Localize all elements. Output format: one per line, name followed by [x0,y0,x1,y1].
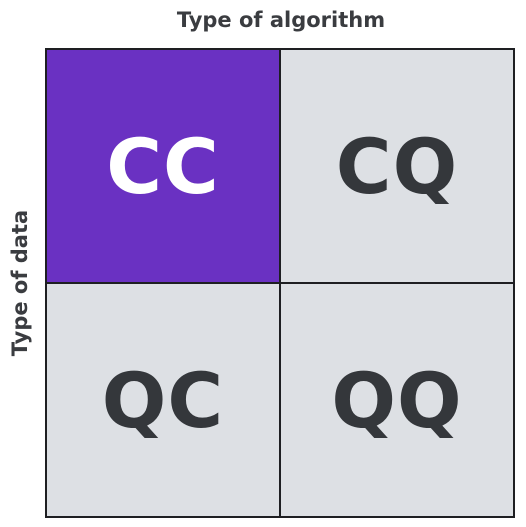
quadrant-qc: QC [47,284,279,516]
quadrant-cq: CQ [281,50,513,282]
quadrant-grid: CC CQ QC QQ [45,48,515,518]
quadrant-qq: QQ [281,284,513,516]
algorithm-axis-label: Type of algorithm [176,8,386,32]
data-axis-label: Type of data [8,209,32,357]
quadrant-cc: CC [47,50,279,282]
